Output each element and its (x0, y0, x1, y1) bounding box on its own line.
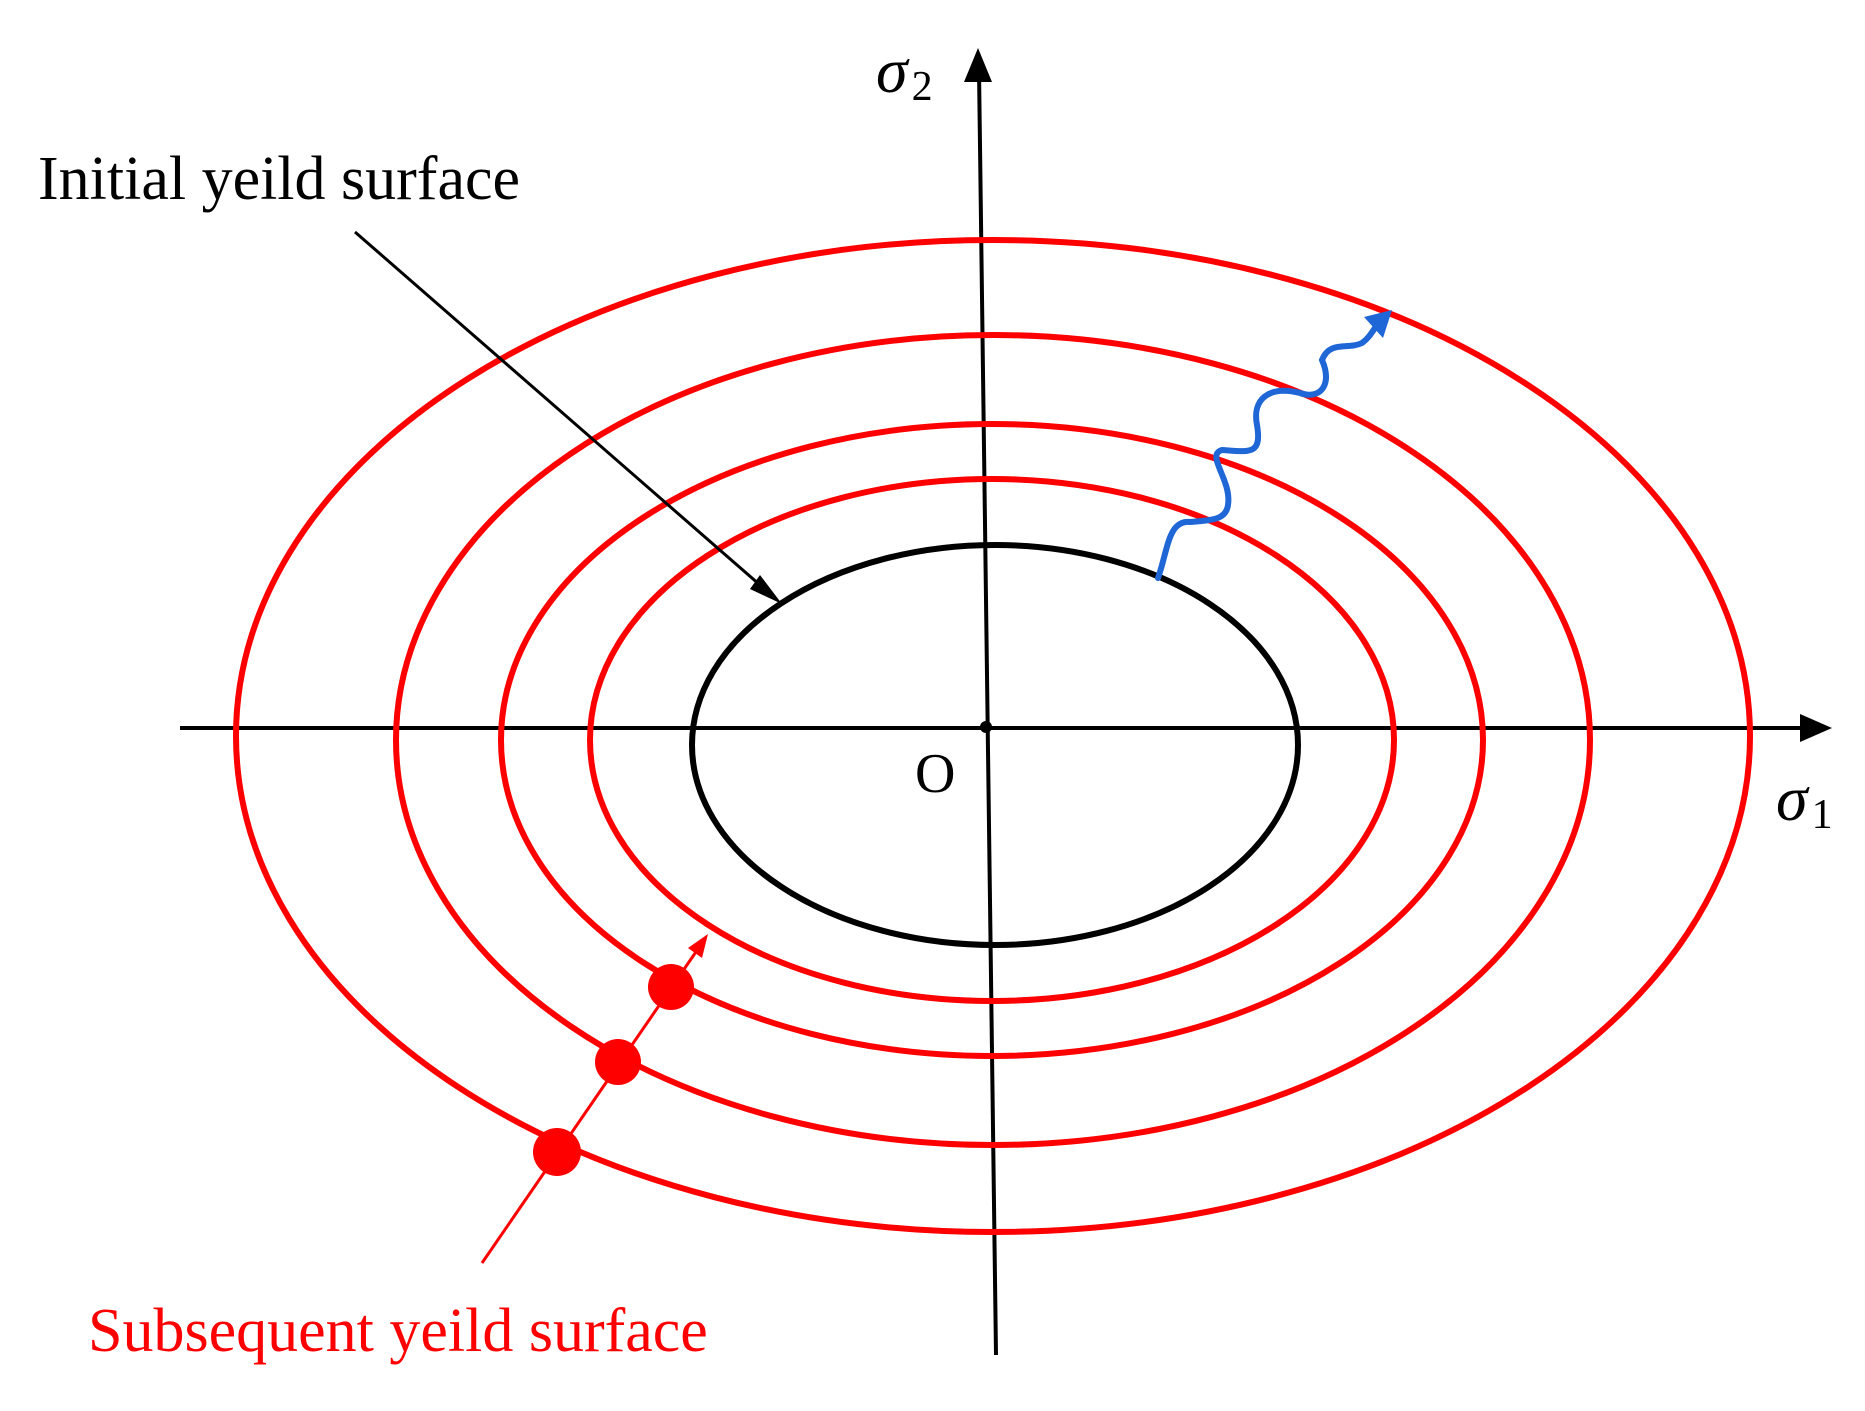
initial-surface-label: Initial yeild surface (38, 145, 520, 213)
sigma1-axis-arrowhead (1800, 714, 1832, 742)
sigma1-subscript: 1 (1812, 792, 1833, 838)
sigma2-axis (977, 69, 998, 1356)
origin-point (980, 721, 992, 733)
sigma2-axis-arrowhead (964, 48, 992, 82)
subsequent-surface-3 (393, 332, 1593, 1148)
initial-pointer-arrowhead (750, 575, 782, 604)
loading-path (1155, 310, 1392, 581)
subsequent-label-pointer (480, 934, 708, 1264)
subsequent-surface-4 (233, 237, 1753, 1235)
intersection-dot-3 (533, 1128, 581, 1176)
subsequent-surface-1 (587, 476, 1397, 1004)
axes (180, 48, 1832, 1356)
initial-label-pointer (354, 230, 782, 604)
loading-path-curve (1155, 315, 1386, 581)
origin-label: O (915, 743, 955, 805)
intersection-dot-2 (595, 1039, 641, 1085)
initial-yield-surface (689, 542, 1301, 948)
initial-pointer-line (354, 230, 769, 594)
sigma2-symbol: σ (876, 35, 910, 106)
sigma1-symbol: σ (1776, 763, 1810, 834)
sigma2-label: σ 2 (876, 35, 933, 110)
sigma1-label: σ 1 (1776, 763, 1833, 838)
subsequent-yield-surfaces (233, 237, 1753, 1235)
subsequent-pointer-arrowhead (688, 934, 708, 958)
intersection-dot-1 (648, 964, 694, 1010)
subsequent-surface-2 (498, 421, 1486, 1059)
loading-path-arrowhead (1364, 310, 1392, 338)
subsequent-surface-label: Subsequent yeild surface (88, 1297, 708, 1365)
sigma2-subscript: 2 (912, 64, 933, 110)
